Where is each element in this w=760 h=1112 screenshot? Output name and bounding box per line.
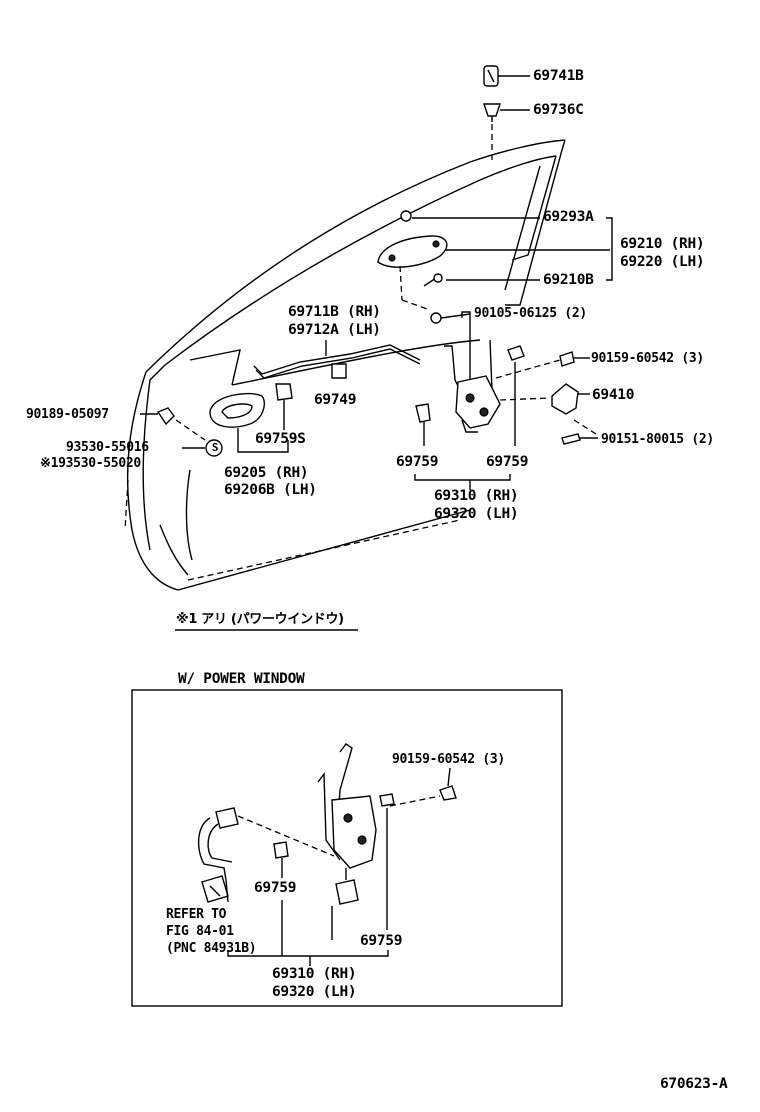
- part-69741B-label: 69741B: [533, 68, 584, 84]
- part-193530-label: ※193530-55020: [40, 456, 141, 471]
- part-69220LH-label: 69220 (LH): [620, 254, 705, 270]
- part-69210B-label: 69210B: [543, 272, 594, 288]
- assembly-guide-line: [187, 519, 461, 581]
- inset-bracket: [227, 950, 389, 957]
- part-69410-label: 69410: [592, 387, 635, 403]
- part-69320-label: 69320 (LH): [434, 506, 519, 522]
- inset-90159-label: 90159-60542 (3): [392, 752, 505, 767]
- figure-number: 670623-A: [660, 1076, 728, 1092]
- part-69759-left-label: 69759: [396, 454, 439, 470]
- part-69293A-label: 69293A: [543, 209, 594, 225]
- part-90159-label: 90159-60542 (3): [591, 351, 704, 366]
- note-label: ※1 アリ (パワーウインドウ): [176, 612, 344, 627]
- part-90189-label: 90189-05097: [26, 407, 109, 422]
- inset-harness-icon: [197, 807, 335, 903]
- refer-line-2: FIG 84-01: [166, 924, 234, 939]
- inset-box: [131, 689, 563, 1007]
- refer-line-1: REFER TO: [166, 907, 227, 922]
- door-outline: [124, 139, 566, 591]
- clip-69736C-icon: [483, 103, 530, 160]
- inset-69759-left-label: 69759: [254, 880, 297, 896]
- inset-title: W/ POWER WINDOW: [178, 671, 305, 687]
- inset-69310-label: 69310 (RH): [272, 966, 357, 982]
- part-69206B-label: 69206B (LH): [224, 482, 317, 498]
- part-69210RH-label: 69210 (RH): [620, 236, 705, 252]
- bolts-and-striker-icon: [551, 351, 598, 445]
- part-69749-label: 69749: [314, 392, 357, 408]
- door-lock-icon: [414, 311, 561, 490]
- part-69736C-label: 69736C: [533, 102, 584, 118]
- inset-69759-right-label: 69759: [360, 933, 403, 949]
- part-69712A-label: 69712A (LH): [288, 322, 381, 338]
- part-93530-label: 93530-55016: [66, 440, 149, 455]
- refer-line-3: (PNC 84931B): [166, 941, 257, 956]
- part-90151-label: 90151-80015 (2): [601, 432, 714, 447]
- part-69759S-label: 69759S: [255, 431, 306, 447]
- part-90105-label: 90105-06125 (2): [474, 306, 587, 321]
- part-69711B-label: 69711B (RH): [288, 304, 381, 320]
- part-69759-right-label: 69759: [486, 454, 529, 470]
- clip-69741B-icon: [483, 65, 530, 87]
- inside-handle-icon: [140, 363, 347, 457]
- part-69310-label: 69310 (RH): [434, 488, 519, 504]
- inset-lock-icon: [273, 743, 457, 940]
- inset-69320-label: 69320 (LH): [272, 984, 357, 1000]
- outside-handle-icon: [377, 210, 613, 324]
- part-69205-label: 69205 (RH): [224, 465, 309, 481]
- s-symbol: S: [211, 441, 219, 454]
- lock-rod-icon: [253, 340, 421, 379]
